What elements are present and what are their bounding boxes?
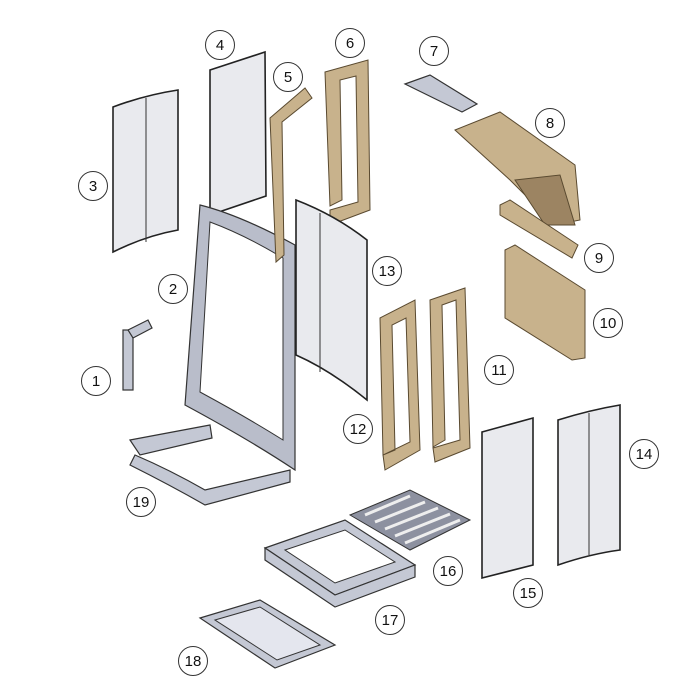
- part-label-11: 11: [484, 355, 514, 385]
- part-label-12: 12: [343, 414, 373, 444]
- part-label-3: 3: [78, 171, 108, 201]
- part-11-seal: [429, 287, 471, 463]
- part-1-handle: [122, 329, 134, 391]
- part-5-seal: [269, 87, 313, 264]
- part-label-14: 14: [629, 439, 659, 469]
- part-label-1: 1: [81, 366, 111, 396]
- part-label-16: 16: [433, 556, 463, 586]
- part-label-17: 17: [375, 605, 405, 635]
- part-label-7: 7: [419, 36, 449, 66]
- part-7-deflector: [403, 74, 479, 113]
- part-19-bracket: [128, 424, 213, 456]
- part-4-glass: [209, 50, 267, 217]
- part-label-8: 8: [535, 108, 565, 138]
- part-label-5: 5: [273, 62, 303, 92]
- part-label-18: 18: [178, 646, 208, 676]
- part-label-6: 6: [335, 28, 365, 58]
- part-label-2: 2: [158, 274, 188, 304]
- part-label-10: 10: [593, 308, 623, 338]
- part-15-glass: [481, 416, 534, 580]
- part-label-4: 4: [205, 30, 235, 60]
- part-label-9: 9: [584, 243, 614, 273]
- part-9-brick: [499, 199, 579, 259]
- part-13-glass: [295, 198, 368, 402]
- part-label-19: 19: [126, 487, 156, 517]
- part-label-13: 13: [372, 256, 402, 286]
- part-6-seal: [324, 59, 371, 226]
- part-label-15: 15: [513, 578, 543, 608]
- part-12-seal: [379, 299, 421, 471]
- part-10-brick: [504, 244, 586, 361]
